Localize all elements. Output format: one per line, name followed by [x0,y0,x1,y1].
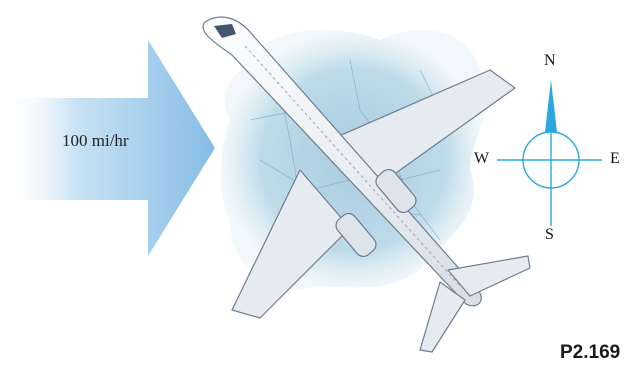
compass-south-label: S [545,226,554,244]
compass-north-needle [545,80,557,132]
figure-label: P2.169 [560,342,620,364]
wind-speed-label: 100 mi/hr [62,131,129,151]
compass-north-label: N [544,52,556,70]
compass [497,80,602,226]
compass-east-label: E [610,150,620,168]
compass-west-label: W [474,150,489,168]
